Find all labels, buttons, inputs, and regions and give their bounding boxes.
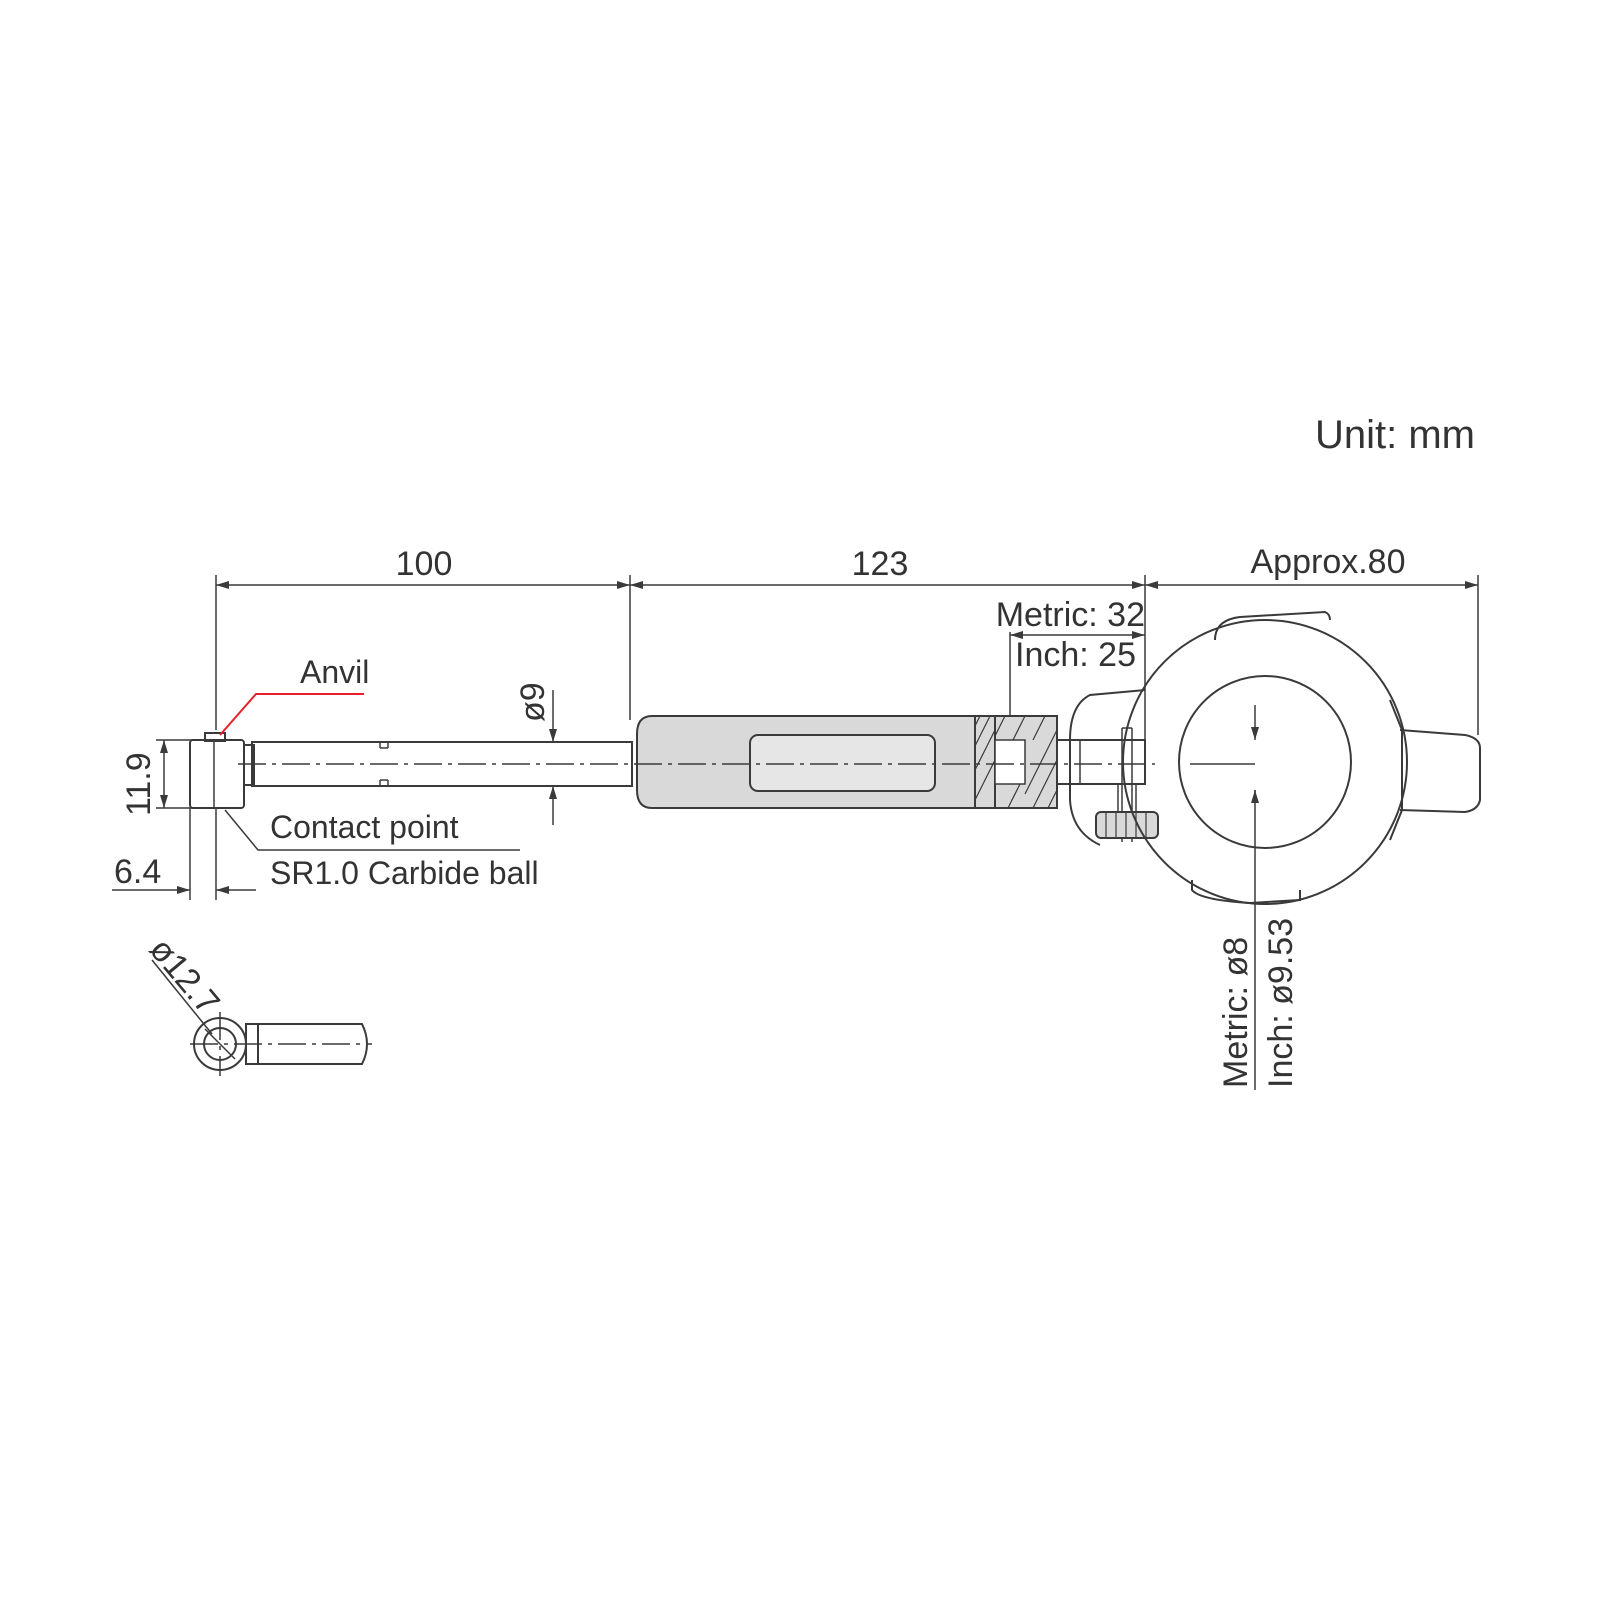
contact-point-label: Contact point [270,809,459,845]
anvil-leader [219,693,364,736]
dimension-11-9: 11.9 [120,752,158,816]
top-dimension-lines [215,575,1479,760]
dimension-metric-32: Metric: 32 [996,596,1145,634]
anvil-head [189,732,255,809]
clamp-knob [1095,784,1159,839]
width-6-4-dimension [112,808,256,900]
contact-point-leader [224,809,520,851]
dimension-metric-dia-8: Metric: ø8 [1217,937,1255,1088]
dimension-inch-25: Inch: 25 [1015,636,1136,674]
carbide-ball-label: SR1.0 Carbide ball [270,855,539,891]
anvil-end-view [151,959,372,1076]
dial-indicator [1069,610,1481,905]
dimension-inch-dia-9-53: Inch: ø9.53 [1262,918,1300,1088]
dimension-6-4: 6.4 [114,853,161,891]
height-11-9-dimension [156,739,200,809]
collar-nut [974,715,1058,809]
anvil-label: Anvil [300,654,369,690]
dimension-123: 123 [852,545,909,583]
unit-label: Unit: mm [1315,413,1475,457]
dimension-approx-80: Approx.80 [1251,543,1406,581]
neck-length-dimension [1009,631,1145,715]
dimension-dia-9: ø9 [514,682,552,722]
grip-handle [636,715,976,809]
dimension-100: 100 [396,545,453,583]
dimension-dia-12-7: ø12.7 [142,931,227,1022]
